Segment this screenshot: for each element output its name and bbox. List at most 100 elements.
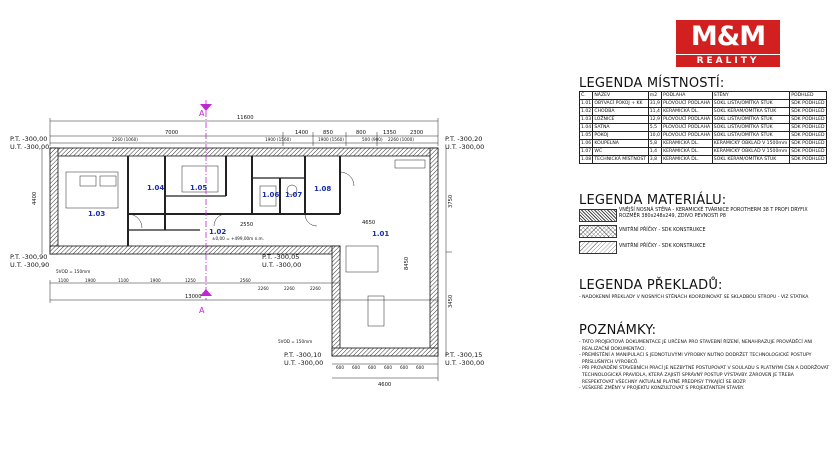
dim-bottom2-5: 1250 bbox=[185, 278, 196, 283]
table-cell: SOKL LIŠTA/OMÍTKA ŠTUK bbox=[711, 99, 791, 108]
table-cell: KERAMICKÁ DL. bbox=[661, 139, 713, 148]
table-cell: 3,8 bbox=[647, 155, 663, 164]
rooms-heading: LEGENDA MÍSTNOSTÍ: bbox=[579, 76, 725, 91]
table-cell: 5,5 bbox=[647, 123, 663, 132]
top-dimension-lines: 11600 7000 1400 850 800 1350 2300 2260 (… bbox=[49, 115, 439, 146]
elev-note-bc: 5VOD = 150mm bbox=[278, 339, 312, 344]
dim-inner-right: 8450 bbox=[404, 257, 410, 270]
dim-top2-1: 2260 (1060) bbox=[112, 137, 138, 142]
col-walls: STĚNY bbox=[711, 91, 791, 100]
table-cell: KERAMICKÝ OBKLAD V 1500mm bbox=[711, 147, 791, 156]
table-cell: KERAMICKÁ DL. bbox=[661, 107, 713, 116]
table-cell: KERAMICKÁ DL. bbox=[661, 155, 713, 164]
note-line: - PŘI PROVÁDĚNÍ STAVEBNÍCH PRACÍ JE NEZB… bbox=[579, 366, 830, 372]
table-cell: 1.03 bbox=[578, 115, 594, 124]
table-cell: SDK PODHLED bbox=[789, 131, 827, 140]
brand-logo: M&M REALITY bbox=[676, 20, 780, 68]
materials-heading: LEGENDA MATERIÁLU: bbox=[579, 193, 727, 208]
material-swatch-partition-2 bbox=[579, 241, 617, 254]
dim-bottom2-4: 1900 bbox=[150, 278, 161, 283]
table-cell: SOKL LIŠTA/OMÍTKA ŠTUK bbox=[711, 123, 791, 132]
col-area: m2 bbox=[647, 91, 663, 100]
note-line: REALIZAČNÍ DOKUMENTACI. bbox=[579, 346, 646, 352]
table-cell: 1.02 bbox=[578, 107, 594, 116]
table-cell: LOŽNICE bbox=[592, 115, 649, 124]
dim-inner-a: 4650 bbox=[362, 220, 375, 226]
table-cell: ŠATNA bbox=[592, 123, 649, 132]
brand-logo-sub: REALITY bbox=[676, 55, 780, 67]
table-cell: 1.07 bbox=[578, 147, 594, 156]
dim-bottom2-6: 2560 bbox=[240, 278, 251, 283]
room-label-1-04: 1.04 bbox=[147, 184, 164, 192]
room-label-1-07: 1.07 bbox=[285, 191, 302, 199]
table-cell: PLOVOUCÍ PODLAHA bbox=[661, 123, 713, 132]
dim-top2-5: 2260 (1000) bbox=[388, 137, 414, 142]
dim-right-top: 3750 bbox=[448, 195, 454, 208]
table-cell: SDK PODHLED bbox=[789, 107, 827, 116]
elev-pt-tl: P.T. -300,00 bbox=[10, 135, 47, 143]
dim-bottom-right: 4600 bbox=[378, 382, 391, 388]
note-line: TECHNOLOGICKÁ PRAVIDLA, KTERÁ ZAJISTÍ SP… bbox=[579, 372, 794, 378]
note-line: - TATO PROJEKTOVÁ DOKUMENTACE JE URČENA … bbox=[579, 340, 813, 345]
elev-ut-tl: U.T. -300,00 bbox=[10, 143, 49, 151]
dim-bottom3-4: 600 bbox=[384, 365, 392, 370]
room-label-1-02: 1.02 bbox=[209, 228, 226, 236]
table-cell: PLOVOUCÍ PODLAHA bbox=[661, 115, 713, 124]
floor-plan: 11600 7000 1400 850 800 1350 2300 2260 (… bbox=[10, 100, 484, 388]
elev-pt-br: P.T. -300,15 bbox=[445, 351, 482, 359]
room-label-1-06: 1.06 bbox=[262, 191, 279, 199]
material-item-2: VNITŘNÍ PŘÍČKY - SDK KONSTRUKCE bbox=[579, 225, 829, 238]
elev-ut-bc: U.T. -300,00 bbox=[284, 359, 323, 367]
notes-list: - TATO PROJEKTOVÁ DOKUMENTACE JE URČENA … bbox=[579, 340, 829, 393]
table-cell: 1.01 bbox=[578, 99, 594, 108]
dim-bottom3-5: 600 bbox=[400, 365, 408, 370]
table-cell: OBÝVACÍ POKOJ + KK bbox=[592, 99, 649, 108]
dim-top2-4: 500 (900) bbox=[362, 137, 383, 142]
note-line: RESPEKTOVAT VŠECHNY AKTUÁLNÍ PLATNÉ PŘED… bbox=[579, 379, 747, 385]
col-name: NÁZEV bbox=[592, 91, 649, 100]
material-text-3: VNITŘNÍ PŘÍČKY - SDK KONSTRUKCE bbox=[619, 244, 706, 249]
elev-note-bl: 5VOD = 150mm bbox=[56, 269, 90, 274]
table-cell: SOKL LIŠTA/OMÍTKA ŠTUK bbox=[711, 115, 791, 124]
dim-bottom2-2: 1900 bbox=[85, 278, 96, 283]
dim-top-total: 11600 bbox=[237, 115, 254, 121]
table-cell: 31,9 bbox=[647, 99, 663, 108]
dim-bottom3-6: 600 bbox=[416, 365, 424, 370]
table-cell: PLOVOUCÍ PODLAHA bbox=[661, 131, 713, 140]
elev-ut-mc: U.T. -300,00 bbox=[262, 261, 301, 269]
dim-bottom2-7: 2260 bbox=[258, 286, 269, 291]
dim-bottom3-1: 600 bbox=[336, 365, 344, 370]
dim-bottom2-1: 1100 bbox=[58, 278, 69, 283]
side-dimension-lines: 4400 3750 3450 8450 4650 2550 bbox=[32, 148, 454, 356]
table-cell: KERAMICKÁ DL. bbox=[661, 147, 713, 156]
dim-top-d: 800 bbox=[356, 130, 366, 136]
table-cell: SDK PODHLED bbox=[789, 99, 827, 108]
table-cell: POKOJ bbox=[592, 131, 649, 140]
table-cell: 1.08 bbox=[578, 155, 594, 164]
material-text-1: VNĚJŠÍ NOSNÁ STĚNA - KERAMICKÉ TVÁRNICE … bbox=[619, 208, 808, 219]
table-cell: PLOVOUCÍ PODLAHA bbox=[661, 99, 713, 108]
table-cell: SDK PODHLED bbox=[789, 123, 827, 132]
table-cell: KOUPELNA bbox=[592, 139, 649, 148]
elevation-labels: P.T. -300,00 U.T. -300,00 P.T. -300,20 U… bbox=[10, 135, 484, 367]
material-item-1: VNĚJŠÍ NOSNÁ STĚNA - KERAMICKÉ TVÁRNICE … bbox=[579, 208, 829, 222]
table-cell: 10,0 bbox=[647, 131, 663, 140]
section-mark-top: A bbox=[199, 109, 205, 118]
dim-top2-2: 1900 (1560) bbox=[265, 137, 291, 142]
interior-partitions bbox=[65, 156, 426, 327]
col-ceiling: PODHLED bbox=[789, 91, 827, 100]
material-item-3: VNITŘNÍ PŘÍČKY - SDK KONSTRUKCE bbox=[579, 241, 829, 254]
table-cell: TECHNICKÁ MÍSTNOST bbox=[592, 155, 649, 164]
table-cell: 1.06 bbox=[578, 139, 594, 148]
elev-pt-tr: P.T. -300,20 bbox=[445, 135, 482, 143]
notes-heading: POZNÁMKY: bbox=[579, 323, 657, 338]
col-floor: PODLAHA bbox=[661, 91, 713, 100]
